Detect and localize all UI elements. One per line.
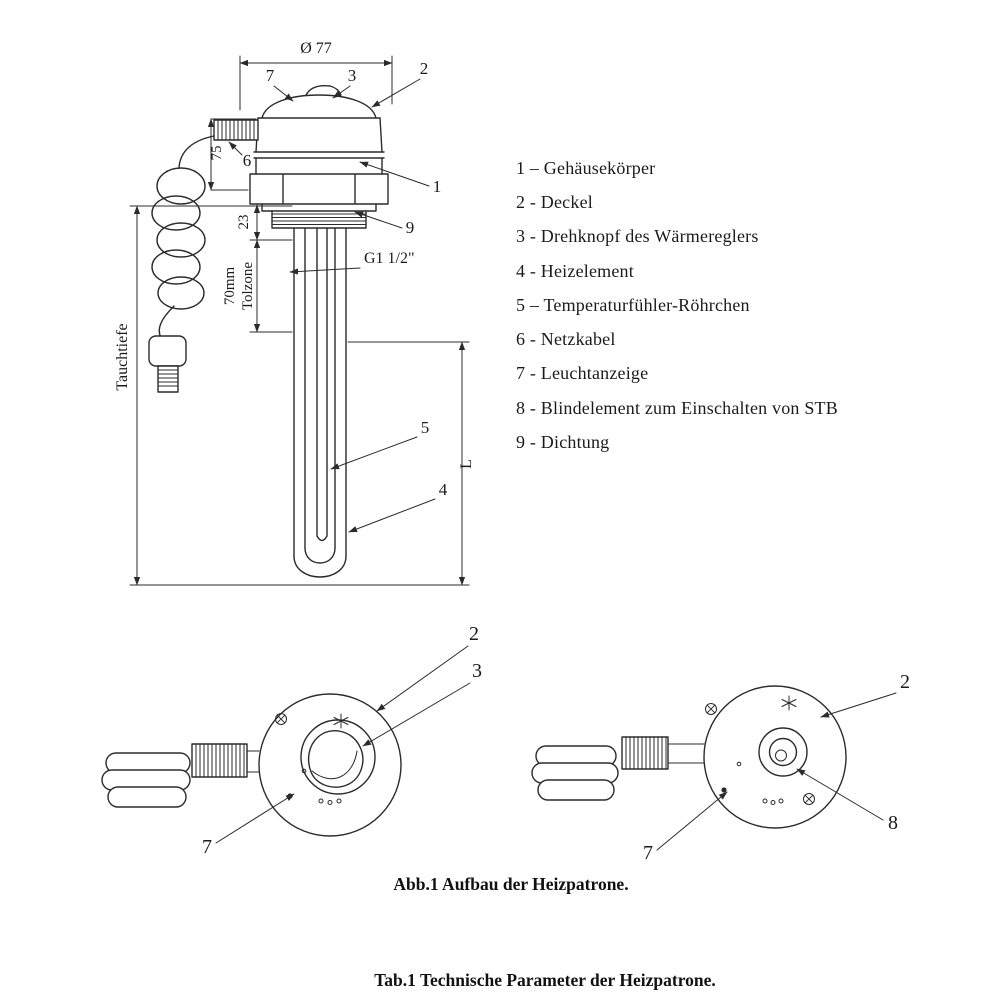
legend-item-6: 6 - Netzkabel xyxy=(516,329,616,350)
power-cable xyxy=(148,119,259,393)
hex-nut xyxy=(249,173,389,205)
immersion-depth-dimension: Tauchtiefe xyxy=(114,205,470,586)
heating-element-tube xyxy=(293,227,347,578)
dim-tauchtiefe-label: Tauchtiefe xyxy=(114,323,131,390)
callout-6-main: 6 xyxy=(243,151,252,170)
sensor-tube xyxy=(316,227,328,542)
thread-size-label-group: G1 1/2" xyxy=(289,250,415,275)
callout-2-left-view: 2 xyxy=(469,623,479,645)
legend-item-8: 8 - Blindelement zum Einschalten von STB xyxy=(516,397,838,418)
callout-4-main: 4 xyxy=(439,480,448,499)
callout-1-main: 1 xyxy=(433,177,442,196)
blind-element-outer xyxy=(758,727,808,777)
cover-flange xyxy=(703,685,847,829)
callouts-main: 7 3 2 1 9 6 5 4 xyxy=(228,59,448,533)
callout-5-main: 5 xyxy=(421,418,430,437)
callout-3-main: 3 xyxy=(348,66,357,85)
thermostat-knob xyxy=(305,85,342,96)
front-view-right: 2 8 7 xyxy=(531,671,910,864)
legend-item-4: 4 - Heizelement xyxy=(516,260,634,281)
dim-23-label: 23 xyxy=(236,215,252,230)
plug-rib xyxy=(107,786,187,808)
cable-gland xyxy=(621,736,669,770)
legend: 1 – Gehäusekörper 2 - Deckel 3 - Drehkno… xyxy=(516,151,838,460)
figure-caption: Abb.1 Aufbau der Heizpatrone. xyxy=(393,874,629,894)
callout-3-left-view: 3 xyxy=(472,660,482,682)
cable-gland xyxy=(213,119,259,141)
vent-mark-icon xyxy=(781,695,797,711)
dim-tolzone-label: Tolzone xyxy=(240,262,256,310)
callout-8-right-view: 8 xyxy=(888,812,898,834)
callout-7-main: 7 xyxy=(266,66,275,85)
element-length-dimension: L xyxy=(347,341,475,586)
vent-mark-icon xyxy=(333,713,349,729)
thread-length-dimension: 23 xyxy=(236,204,293,241)
diameter-dimension: Ø 77 xyxy=(239,40,393,111)
plug-body xyxy=(148,335,187,367)
dim-diameter-label: Ø 77 xyxy=(300,40,332,57)
dim-length-label: L xyxy=(458,459,475,469)
table-caption: Tab.1 Technische Parameter der Heizpatro… xyxy=(374,970,716,990)
stb-reset xyxy=(775,749,787,762)
knob-grip xyxy=(307,730,364,788)
head-height-dimension: 75 xyxy=(207,118,257,191)
callout-7-right-view: 7 xyxy=(643,842,653,864)
legend-item-7: 7 - Leuchtanzeige xyxy=(516,363,649,384)
callout-2-right-view: 2 xyxy=(900,671,910,693)
callout-7-left-view: 7 xyxy=(202,836,212,858)
callout-2-main: 2 xyxy=(420,59,429,78)
tolerance-zone-dimension: 70mm Tolzone xyxy=(222,239,293,333)
cover-flange xyxy=(258,693,402,837)
blind-element-inner xyxy=(768,737,798,767)
callout-9-main: 9 xyxy=(406,218,415,237)
screw-icon xyxy=(275,713,287,725)
legend-item-5: 5 – Temperaturfühler-Röhrchen xyxy=(516,294,750,315)
screw-icon xyxy=(705,703,717,715)
dim-70mm-label: 70mm xyxy=(222,267,238,306)
front-view-left: 2 3 7 xyxy=(101,623,482,858)
legend-item-3: 3 - Drehknopf des Wärmereglers xyxy=(516,226,759,247)
heater-head xyxy=(249,85,389,229)
screw-icon xyxy=(803,793,815,805)
indicator-lamp xyxy=(721,787,727,793)
dim-75-label: 75 xyxy=(209,146,225,161)
legend-item-1: 1 – Gehäusekörper xyxy=(516,157,656,178)
thread-size-label: G1 1/2" xyxy=(364,250,415,267)
main-drawing: Ø 77 xyxy=(114,40,475,586)
legend-item-9: 9 - Dichtung xyxy=(516,432,610,453)
legend-item-2: 2 - Deckel xyxy=(516,191,593,212)
plug-rib xyxy=(537,779,615,801)
